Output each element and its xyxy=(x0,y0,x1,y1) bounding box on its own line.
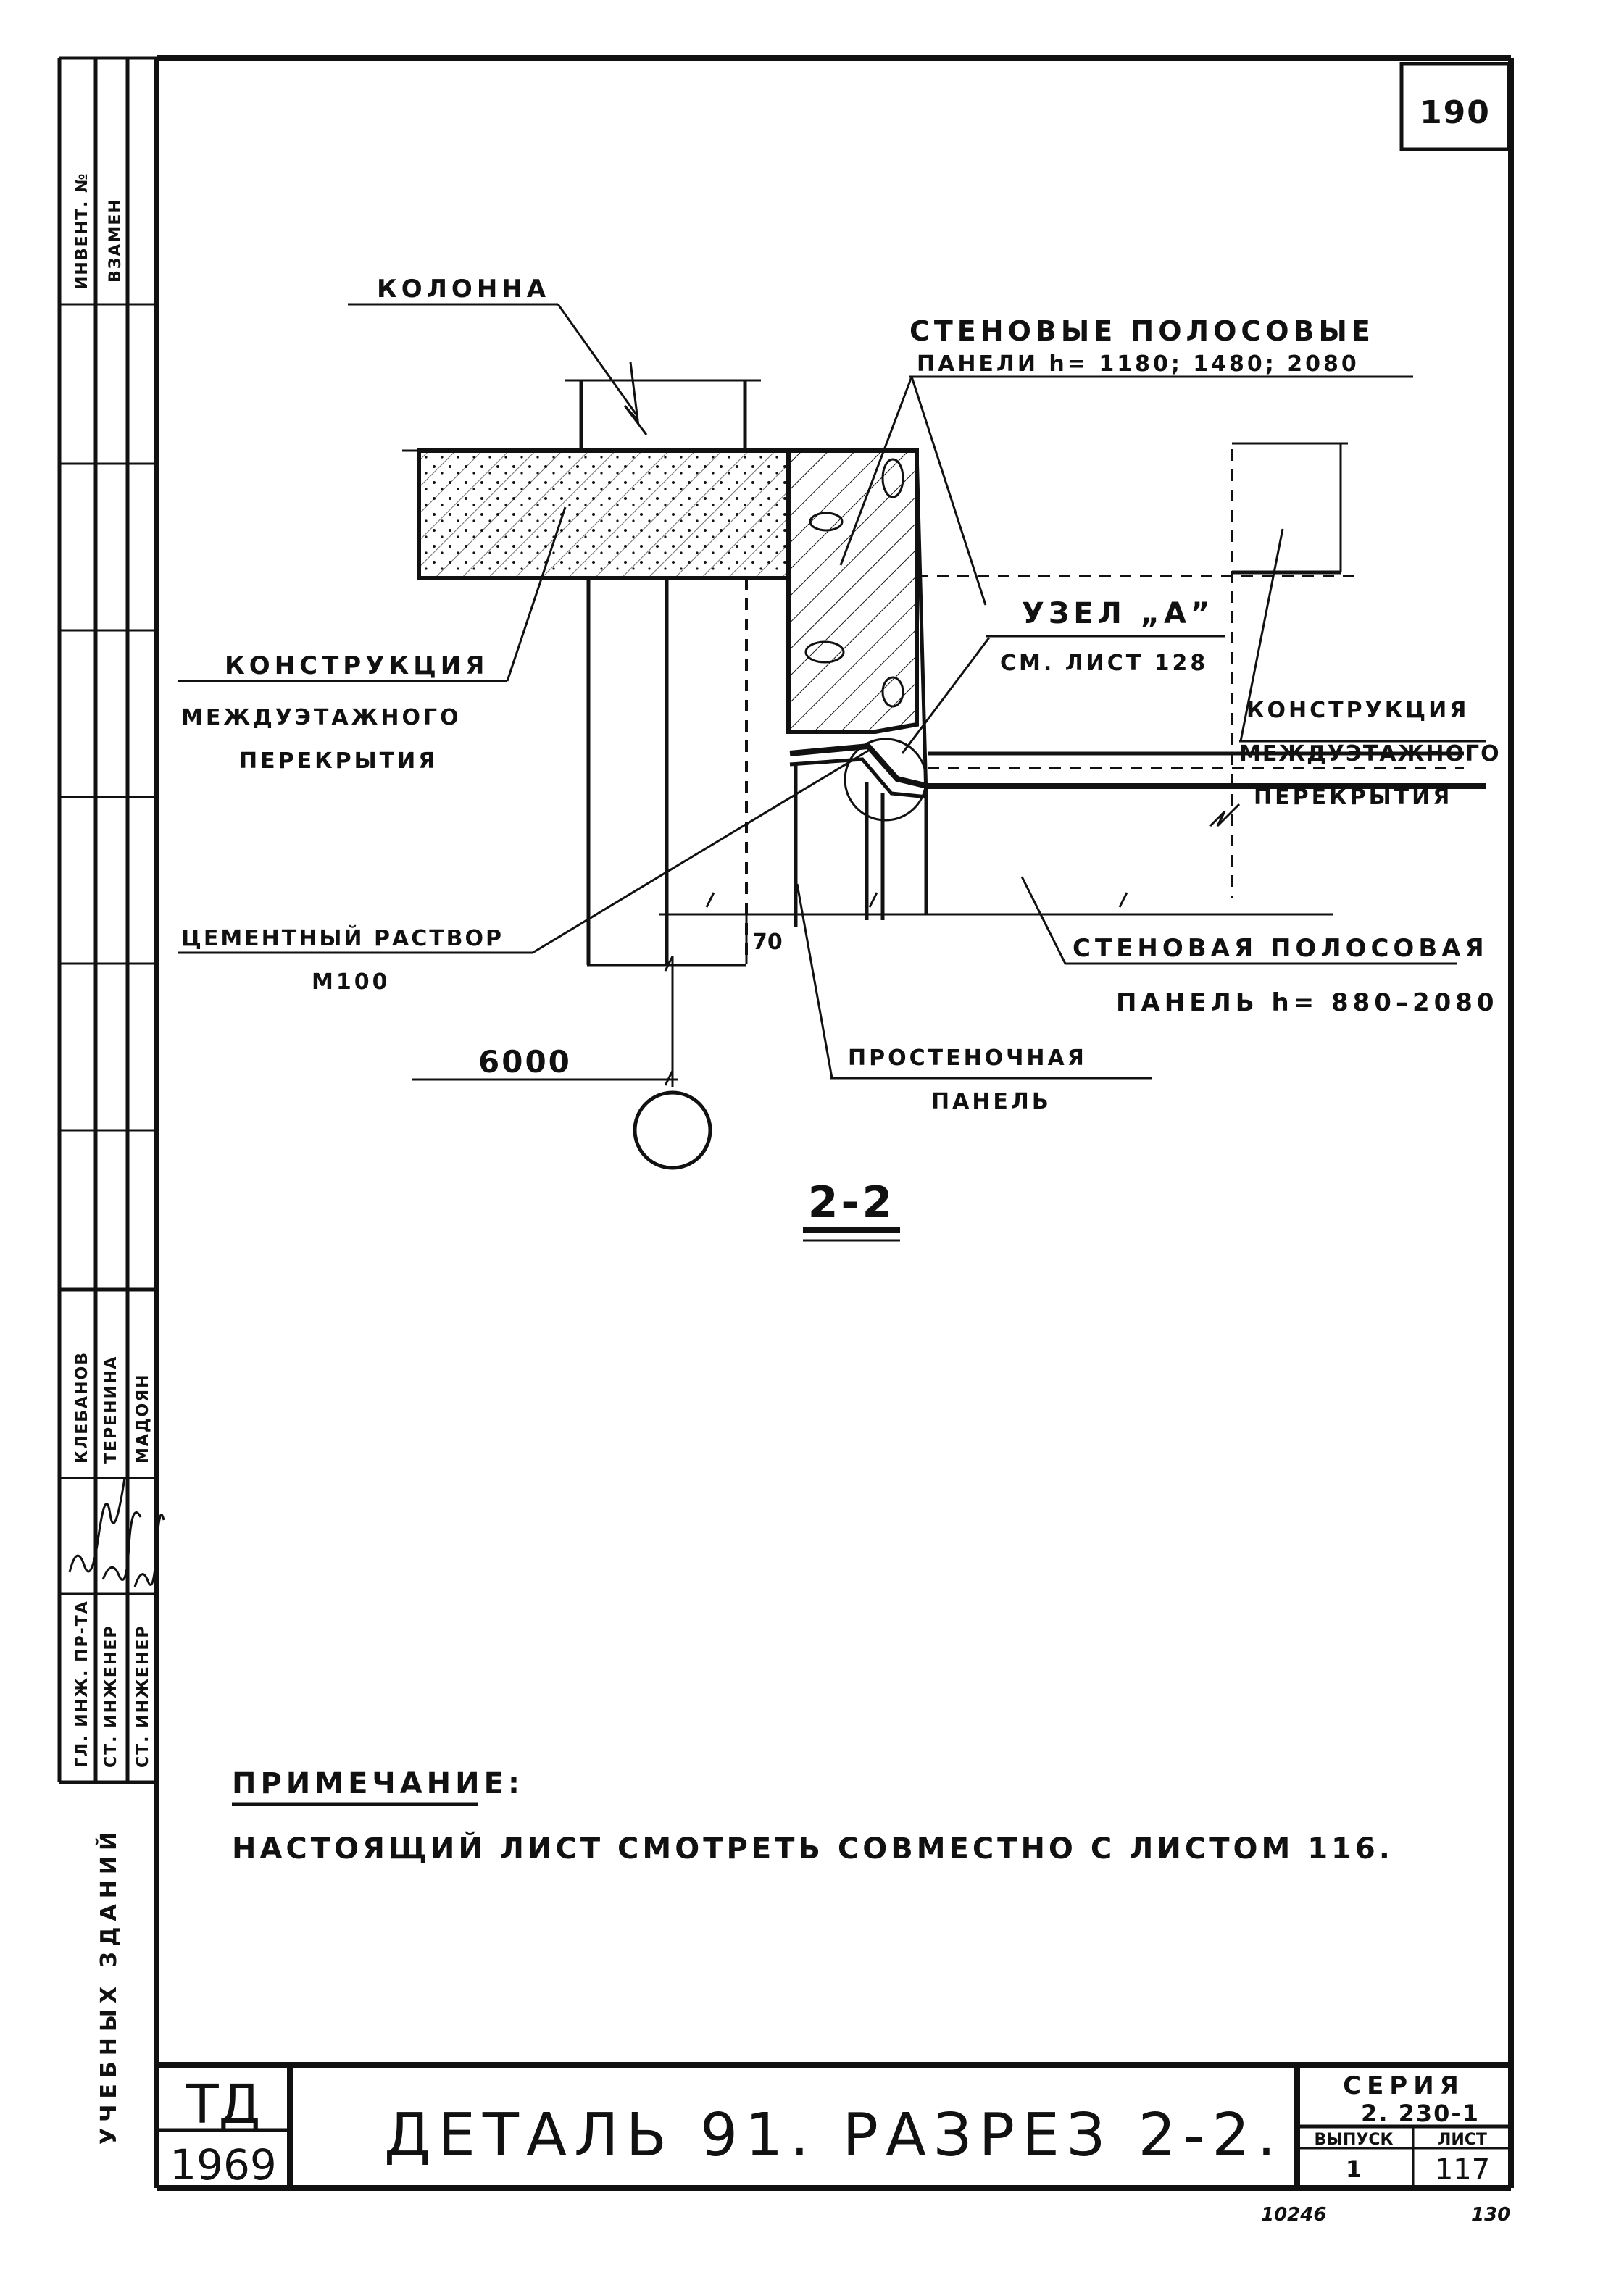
sheet-value: 117 xyxy=(1435,2153,1490,2187)
label-mortar-1: ЦЕМЕНТНЫЙ РАСТВОР xyxy=(181,925,504,951)
label-wall-panel-1: СТЕНОВАЯ ПОЛОСОВАЯ xyxy=(1073,934,1488,963)
title-block: ТД 1969 ДЕТАЛЬ 91. РАЗРЕЗ 2-2. СЕРИЯ 2. … xyxy=(157,2062,1511,2189)
sheet-label: ЛИСТ xyxy=(1438,2131,1487,2149)
label-column: КОЛОННА xyxy=(377,275,550,304)
sidebar-vzamen: ВЗАМЕН xyxy=(107,198,125,283)
sheet-frame xyxy=(57,55,1514,2191)
label-floor-left-1: КОНСТРУКЦИЯ xyxy=(225,651,488,680)
sheet-number-box: 190 xyxy=(1399,62,1511,151)
label-wall-panels-1: СТЕНОВЫЕ ПОЛОСОВЫЕ xyxy=(909,315,1375,347)
archive-number: 10246 xyxy=(1261,2204,1326,2226)
label-floor-left-3: ПЕРЕКРЫТИЯ xyxy=(239,748,438,774)
sidebar-role-1: ГЛ. ИНЖ. ПР-ТА xyxy=(73,1600,91,1768)
labels: КОЛОННА СТЕНОВЫЕ ПОЛОСОВЫЕ ПАНЕЛИ h= 118… xyxy=(181,275,1501,1242)
sidebar-project: УЧЕБНЫХ ЗДАНИЙ xyxy=(96,1827,122,2145)
note: ПРИМЕЧАНИЕ: НАСТОЯЩИЙ ЛИСТ СМОТРЕТЬ СОВМ… xyxy=(232,1767,1394,1866)
label-pier-panel-1: ПРОСТЕНОЧНАЯ xyxy=(848,1045,1087,1071)
title-org: ТД xyxy=(185,2074,260,2136)
signature-1 xyxy=(68,1477,126,1573)
label-floor-left-2: МЕЖДУЭТАЖНОГО xyxy=(181,705,462,730)
label-floor-right-1: КОНСТРУКЦИЯ xyxy=(1246,698,1469,723)
section-2-2-geometry xyxy=(178,303,1486,1170)
issue-value: 1 xyxy=(1346,2155,1362,2183)
footer: 10246 130 xyxy=(1261,2204,1510,2226)
label-wall-panel-2: ПАНЕЛЬ h= 880–2080 xyxy=(1116,988,1499,1017)
wall-panel-section xyxy=(786,448,919,734)
title-year: 1969 xyxy=(170,2140,277,2189)
label-floor-right-2: МЕЖДУЭТАЖНОГО xyxy=(1239,741,1501,767)
label-wall-panels-2: ПАНЕЛИ h= 1180; 1480; 2080 xyxy=(917,351,1360,377)
dim-70: 70 xyxy=(752,930,783,955)
sheet-number: 190 xyxy=(1420,94,1491,131)
signature-2 xyxy=(101,1511,142,1581)
note-heading: ПРИМЕЧАНИЕ: xyxy=(232,1767,524,1800)
sidebar-name-2: ТЕРЕНИНА xyxy=(102,1356,120,1464)
sidebar-role-3: СТ. ИНЖЕНЕР xyxy=(134,1624,152,1768)
section-label: 2-2 xyxy=(808,1177,895,1228)
issue-label: ВЫПУСК xyxy=(1314,2131,1393,2149)
sidebar: ИНВЕНТ. № ВЗАМЕН ГЛ. ИНЖ. ПР-ТА СТ. ИНЖЕ… xyxy=(68,172,165,2145)
label-mortar-2: М100 xyxy=(312,969,390,995)
label-floor-right-3: ПЕРЕКРЫТИЯ xyxy=(1254,785,1452,810)
note-text: НАСТОЯЩИЙ ЛИСТ СМОТРЕТЬ СОВМЕСТНО С ЛИСТ… xyxy=(232,1831,1394,1866)
label-pier-panel-2: ПАНЕЛЬ xyxy=(931,1089,1052,1114)
sidebar-name-1: КЛЕБАНОВ xyxy=(73,1351,91,1464)
signature-3 xyxy=(133,1514,165,1587)
page-number: 130 xyxy=(1471,2204,1510,2226)
series-value: 2. 230-1 xyxy=(1361,2100,1480,2127)
sidebar-role-2: СТ. ИНЖЕНЕР xyxy=(102,1624,120,1768)
grid-axis-bubble xyxy=(633,1090,712,1170)
title-main: ДЕТАЛЬ 91. РАЗРЕЗ 2-2. xyxy=(384,2101,1283,2170)
series-label: СЕРИЯ xyxy=(1343,2071,1465,2100)
sidebar-name-3: МАДОЯН xyxy=(134,1373,152,1464)
label-node-a-2: СМ. ЛИСТ 128 xyxy=(1000,651,1208,676)
label-node-a-1: УЗЕЛ „А” xyxy=(1022,597,1214,630)
node-a-circle xyxy=(844,738,928,822)
dim-6000: 6000 xyxy=(478,1044,572,1080)
sidebar-invent: ИНВЕНТ. № xyxy=(73,172,91,290)
